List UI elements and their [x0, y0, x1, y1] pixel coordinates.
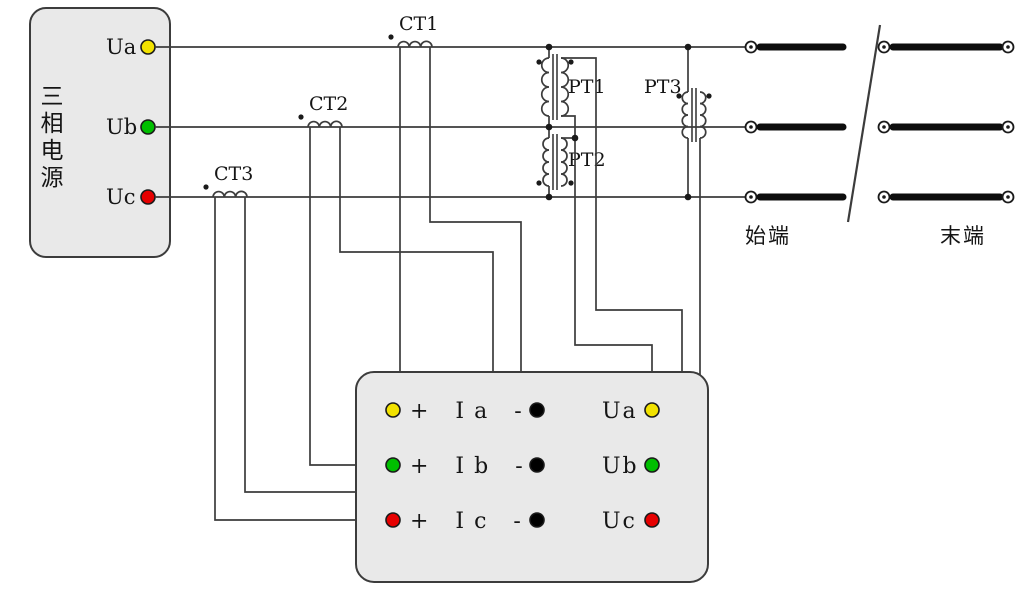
line-terminals: 始端 末端 [744, 24, 1015, 248]
ct1-coil [397, 40, 433, 48]
ct3-plus-wire [214, 197, 386, 521]
junction-dot [684, 43, 692, 51]
source-terminal-label-ua: Ua [106, 35, 136, 59]
pt2-polarity-dot [568, 180, 574, 186]
meter-ub-terminal [644, 457, 660, 473]
meter-ub-label: Ub [602, 454, 639, 479]
ct3-label: CT3 [214, 163, 253, 185]
terminal-pin [749, 125, 753, 129]
pt3-polarity-dot [706, 93, 712, 99]
pt3-polarity-dot [676, 93, 682, 99]
source-terminal-ua [140, 39, 156, 55]
source-title-char: 电 [41, 138, 64, 164]
meter-uc-terminal [644, 512, 660, 528]
ib-row-label: + Ib - [410, 454, 533, 479]
pt1-primary-winding [540, 57, 550, 117]
ct2-label: CT2 [309, 93, 348, 115]
pt3-primary-winding [681, 91, 689, 139]
source-terminal-uc [140, 189, 156, 205]
source-panel: 三 相 电 源 Ua Ub Uc [29, 7, 171, 258]
pt2-label: PT2 [568, 149, 606, 171]
meter-panel-box [355, 371, 709, 583]
ct3-coil [212, 190, 248, 198]
junction-dot [545, 43, 553, 51]
source-terminal-label-uc: Uc [106, 185, 135, 209]
source-title-char: 源 [41, 165, 64, 191]
meter-ua-label: Ua [602, 399, 638, 424]
line-break-slash [846, 24, 882, 223]
terminal-pin [1006, 195, 1010, 199]
terminal-pin [749, 195, 753, 199]
pt2-primary-winding [542, 137, 550, 187]
ic-row-label: + Ic - [410, 509, 531, 534]
junction-dot [545, 123, 553, 131]
ia-row-label: + Ia - [410, 399, 532, 424]
meter-panel: + Ia - + Ib - + Ic - Ua Ub Uc [355, 371, 709, 583]
terminal-pin [882, 125, 886, 129]
source-panel-box [29, 7, 171, 258]
pt3-label: PT3 [644, 76, 682, 98]
ct3-polarity-dot [203, 184, 209, 190]
line-end-label: 末端 [940, 224, 986, 248]
pt1-polarity-dot [536, 59, 542, 65]
ia-minus-terminal [529, 402, 545, 418]
phase-lines [155, 46, 745, 198]
terminal-pin [1006, 45, 1010, 49]
terminal-pin [1006, 125, 1010, 129]
ua-voltage-wire [561, 115, 653, 403]
pt2-core [552, 134, 558, 190]
ia-plus-terminal [385, 402, 401, 418]
ct1-minus-wire [429, 47, 538, 403]
ct2-coil [307, 120, 343, 128]
ib-plus-terminal [385, 457, 401, 473]
junction-dot [545, 193, 553, 201]
ic-minus-terminal [529, 512, 545, 528]
pt2-secondary-winding [560, 137, 568, 187]
line-start-label: 始端 [745, 224, 791, 248]
pt2-polarity-dot [536, 180, 542, 186]
source-title-char: 三 [41, 84, 64, 110]
pt1-secondary-winding [560, 57, 570, 117]
source-title-char: 相 [41, 111, 64, 137]
pt1-polarity-dot [568, 59, 574, 65]
potential-transformers: PT1 PT2 PT3 [536, 54, 712, 190]
current-transformers: CT1 CT2 CT3 [203, 13, 438, 198]
ct2-polarity-dot [298, 114, 304, 120]
pt1-label: PT1 [568, 76, 606, 98]
terminal-pin [749, 45, 753, 49]
pt3-core [691, 88, 697, 142]
junction-dot [684, 193, 692, 201]
pt1-core [552, 54, 558, 120]
ct1-label: CT1 [399, 13, 438, 35]
source-terminal-ub [140, 119, 156, 135]
meter-uc-label: Uc [602, 509, 637, 534]
source-terminal-label-ub: Ub [106, 115, 137, 139]
ib-minus-terminal [529, 457, 545, 473]
junction-dot [571, 134, 579, 142]
terminal-pin [882, 45, 886, 49]
terminal-pin [882, 195, 886, 199]
ct1-polarity-dot [388, 34, 394, 40]
pt3-secondary-winding [699, 91, 707, 139]
ic-plus-terminal [385, 512, 401, 528]
meter-ua-terminal [644, 402, 660, 418]
